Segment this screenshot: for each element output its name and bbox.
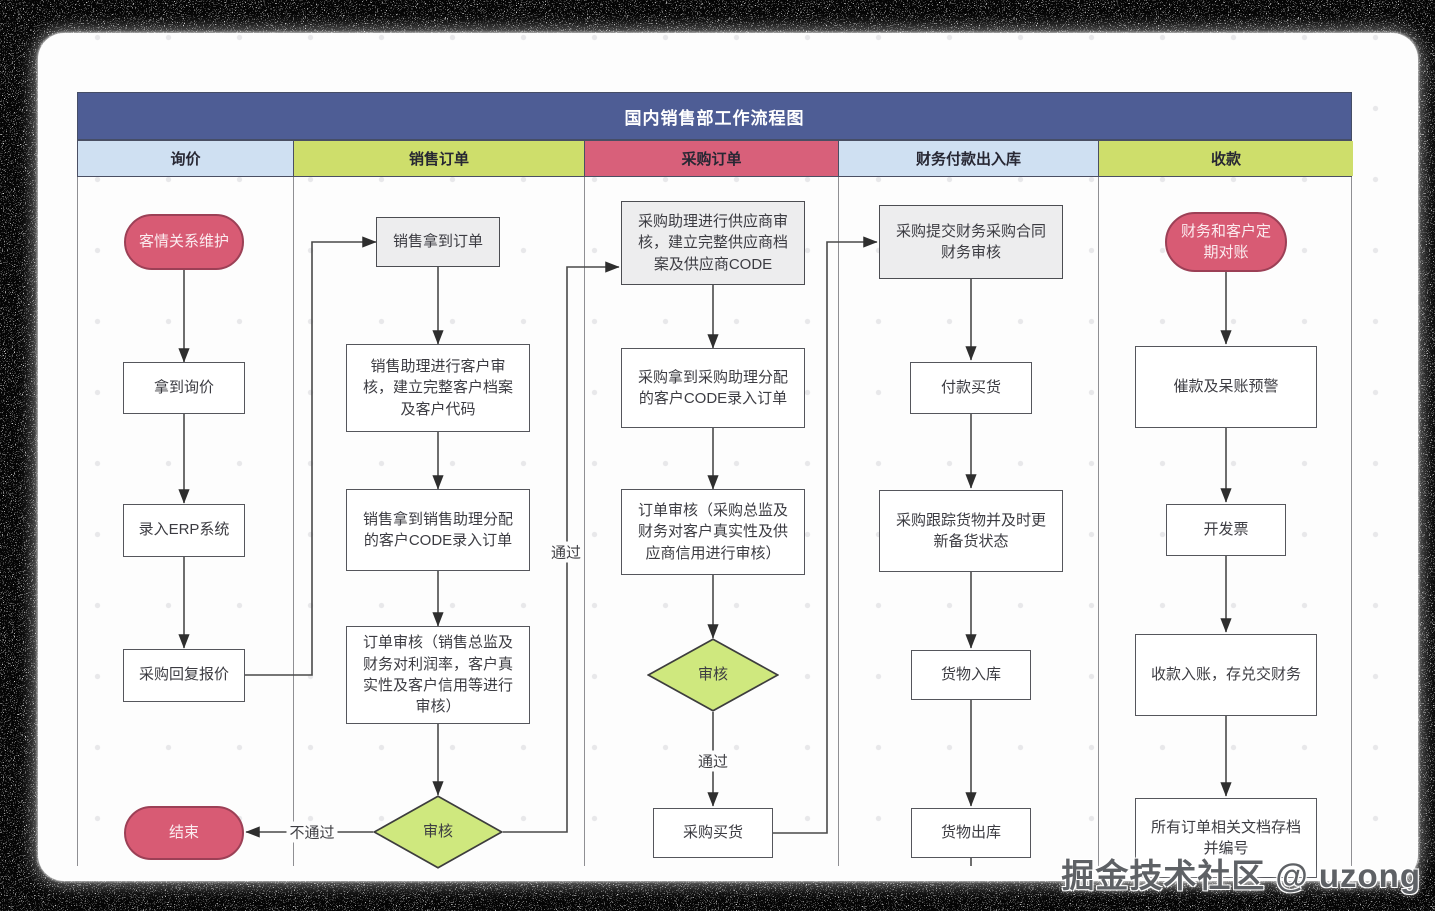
- lane-separator-collection: [1098, 177, 1099, 866]
- lane-separator-purchase-order: [584, 177, 585, 866]
- flow-node-receipt-to-finance: 收款入账，存兑交财务: [1135, 634, 1317, 716]
- edge-label-decision-pass-to-buy-goods: 通过: [694, 750, 732, 772]
- flow-node-sales-enter-customer-code: 销售拿到销售助理分配的客户CODE录入订单: [346, 489, 530, 571]
- flow-node-sales-get-order: 销售拿到订单: [376, 217, 500, 267]
- diamond-label: 审核: [697, 666, 728, 684]
- lane-header-collection: 收款: [1098, 141, 1353, 176]
- flow-node-archive-all-order-documents: 所有订单相关文档存档并编号: [1135, 798, 1317, 878]
- swimlane-header-row: 询价销售订单采购订单财务付款出入库收款: [77, 140, 1353, 177]
- flow-node-sales-assistant-customer-review: 销售助理进行客户审核，建立完整客户档案及客户代码: [346, 344, 530, 432]
- lane-header-purchase-order: 采购订单: [584, 141, 838, 176]
- flow-node-issue-invoice: 开发票: [1166, 504, 1286, 556]
- flow-node-purchase-assistant-supplier-review: 采购助理进行供应商审核，建立完整供应商档案及供应商CODE: [621, 201, 805, 285]
- flow-node-finance-customer-reconciliation: 财务和客户定期对账: [1165, 212, 1287, 272]
- flow-node-purchase-reply-quote: 采购回复报价: [123, 648, 245, 702]
- diagram-title-bar: 国内销售部工作流程图: [77, 92, 1352, 140]
- watermark-text: 掘金技术社区 @ uzong: [1061, 857, 1421, 894]
- flow-node-goods-outbound: 货物出库: [911, 808, 1031, 858]
- diamond-label: 审核: [422, 823, 453, 841]
- diagram-title: 国内销售部工作流程图: [624, 108, 805, 128]
- flow-node-submit-contract-finance-review: 采购提交财务采购合同财务审核: [879, 205, 1063, 279]
- lane-header-inquiry: 询价: [78, 141, 293, 176]
- flow-node-review-decision-purchase: 审核: [647, 638, 779, 712]
- diamond-shape: [647, 638, 779, 712]
- diamond-shape: [373, 795, 503, 869]
- lane-header-finance-warehouse: 财务付款出入库: [838, 141, 1098, 176]
- flow-node-customer-relation-maintenance: 客情关系维护: [124, 214, 244, 270]
- edge-label-decision-pass-to-supplier-review: 通过: [547, 541, 585, 563]
- flow-node-purchase-buy-goods: 采购买货: [653, 808, 773, 858]
- flow-node-pay-for-goods: 付款买货: [910, 362, 1032, 414]
- lane-separator-sales-order: [293, 177, 294, 866]
- flow-node-order-review-sales: 订单审核（销售总监及财务对利润率，客户真实性及客户信用等进行审核）: [346, 626, 530, 724]
- flow-node-enter-erp-system: 录入ERP系统: [123, 503, 245, 557]
- lane-separator-finance-warehouse: [838, 177, 839, 866]
- flow-node-order-review-purchase: 订单审核（采购总监及财务对客户真实性及供应商信用进行审核）: [621, 489, 805, 575]
- flow-node-review-decision-sales: 审核: [373, 795, 503, 869]
- flow-node-collection-overdue-warning: 催款及呆账预警: [1135, 346, 1317, 428]
- flow-node-track-goods-update-status: 采购跟踪货物并及时更新备货状态: [879, 490, 1063, 572]
- edge-label-decision-fail-to-end: 不通过: [286, 821, 338, 843]
- flow-node-get-inquiry: 拿到询价: [123, 362, 245, 414]
- lane-header-sales-order: 销售订单: [293, 141, 584, 176]
- flow-node-goods-inbound: 货物入库: [911, 650, 1031, 700]
- flow-node-purchase-enter-customer-code: 采购拿到采购助理分配的客户CODE录入订单: [621, 348, 805, 428]
- flow-node-end: 结束: [124, 806, 244, 860]
